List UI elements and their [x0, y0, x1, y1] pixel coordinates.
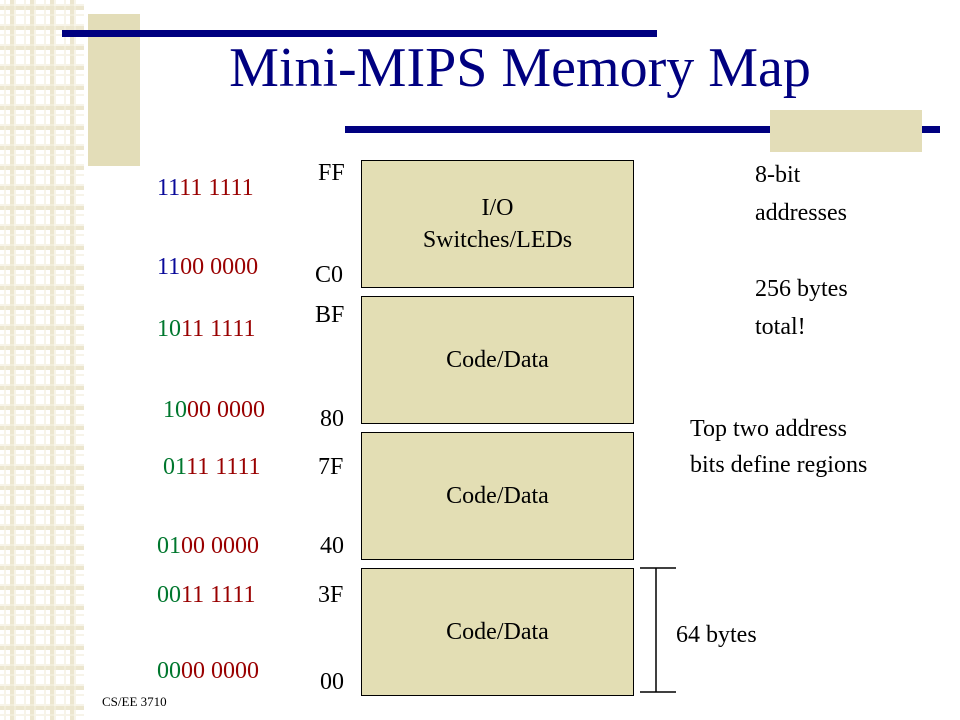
region-label: Code/Data	[446, 483, 549, 509]
slide-title: Mini-MIPS Memory Map	[229, 37, 811, 99]
note-line: 256 bytes	[755, 276, 848, 302]
region-label: Code/Data	[446, 347, 549, 373]
binary-label-40: 0100 0000	[157, 531, 259, 561]
binary-low-bits: 11 1111	[181, 316, 256, 342]
decor-tan-bar-top	[88, 14, 140, 166]
binary-high-bits: 10	[157, 316, 181, 342]
region-io-sublabel: Switches/LEDs	[422, 227, 573, 253]
binary-label-80: 1000 0000	[163, 395, 265, 425]
decor-navy-rule-bottom	[345, 126, 940, 133]
binary-low-bits: 00 0000	[181, 533, 259, 559]
hex-label-00: 00	[320, 669, 344, 695]
bracket-label: 64 bytes	[676, 622, 757, 648]
binary-label-c0: 1100 0000	[157, 252, 258, 282]
binary-high-bits: 00	[157, 582, 181, 608]
region-code-data-80: Code/Data	[361, 296, 634, 424]
binary-high-bits: 11	[157, 175, 180, 201]
hex-label-7f: 7F	[318, 454, 344, 480]
hex-label-80: 80	[320, 406, 344, 432]
binary-label-ff: 1111 1111	[157, 173, 254, 203]
decor-navy-rule-top	[62, 30, 657, 37]
note-line: Top two address	[690, 416, 847, 442]
binary-low-bits: 11 1111	[181, 582, 256, 608]
region-io: I/O Switches/LEDs	[361, 160, 634, 288]
decor-tan-square-right	[770, 110, 922, 152]
region-io-label: I/O	[481, 195, 514, 221]
binary-high-bits: 01	[163, 454, 187, 480]
note-address-width: 8-bit addresses	[755, 156, 847, 232]
note-total-size: 256 bytes total!	[755, 270, 848, 346]
binary-low-bits: 00 0000	[180, 254, 259, 280]
binary-high-bits: 11	[157, 254, 181, 280]
note-region-bits: Top two address bits define regions	[690, 411, 867, 483]
binary-high-bits: 00	[157, 658, 181, 684]
note-line: total!	[755, 314, 806, 340]
binary-label-00: 0000 0000	[157, 656, 259, 686]
binary-label-7f: 0111 1111	[163, 452, 261, 482]
hex-label-3f: 3F	[318, 582, 344, 608]
checker-pattern	[0, 0, 84, 720]
binary-label-bf: 1011 1111	[157, 314, 255, 344]
binary-low-bits: 00 0000	[181, 658, 259, 684]
hex-label-ff: FF	[318, 160, 345, 186]
region-code-data-00: Code/Data	[361, 568, 634, 696]
hex-label-c0: C0	[315, 262, 344, 288]
binary-low-bits: 11 1111	[179, 175, 254, 201]
region-code-data-40: Code/Data	[361, 432, 634, 560]
note-line: bits define regions	[690, 452, 868, 478]
size-bracket	[640, 567, 676, 693]
slide-footer: CS/EE 3710	[102, 694, 167, 709]
region-label: Code/Data	[446, 619, 549, 645]
hex-label-bf: BF	[315, 302, 345, 328]
note-line: 8-bit	[755, 162, 801, 188]
note-line: addresses	[755, 200, 847, 226]
binary-label-3f: 0011 1111	[157, 580, 255, 610]
hex-label-40: 40	[320, 533, 344, 559]
binary-high-bits: 10	[163, 397, 187, 423]
binary-low-bits: 00 0000	[187, 397, 265, 423]
binary-high-bits: 01	[157, 533, 181, 559]
binary-low-bits: 11 1111	[186, 454, 261, 480]
